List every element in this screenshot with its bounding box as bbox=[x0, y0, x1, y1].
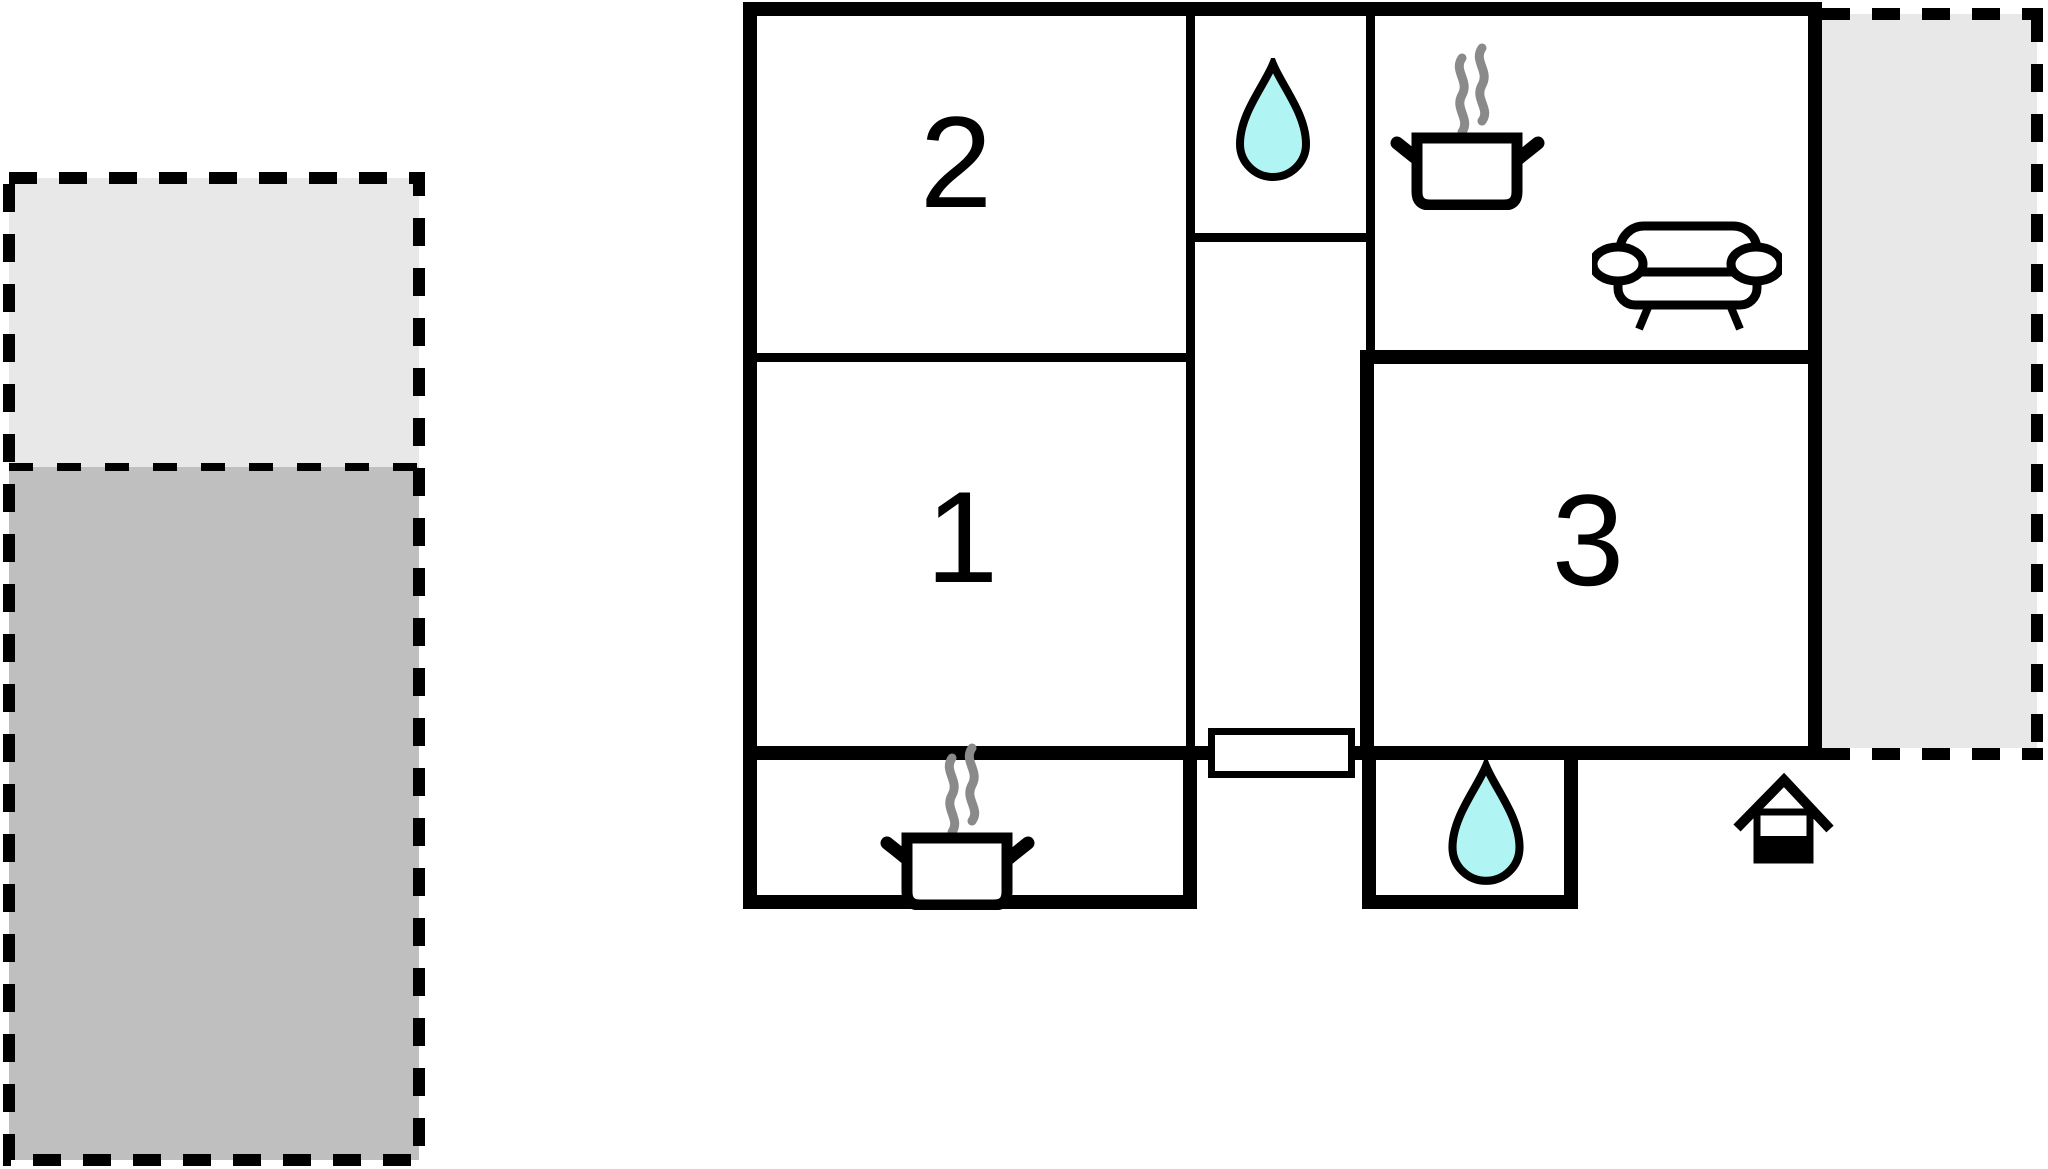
right-terrace bbox=[1822, 8, 2043, 760]
wall-room3-top bbox=[1360, 350, 1822, 364]
wall-bath-top-bottom bbox=[1186, 233, 1375, 242]
sofa-seat bbox=[1613, 267, 1762, 310]
water-drop-icon bbox=[1235, 58, 1311, 181]
sofa-icon bbox=[1592, 221, 1782, 331]
steam-lines bbox=[964, 743, 980, 826]
wall-corridor-left bbox=[1186, 16, 1195, 746]
cooking-pot-icon bbox=[880, 743, 1035, 910]
wall-room2-bottom bbox=[757, 353, 1195, 362]
wall-room3-left bbox=[1360, 350, 1374, 760]
pot-body bbox=[1411, 132, 1523, 210]
steam-lines bbox=[944, 753, 960, 837]
wall-outer-right bbox=[1808, 2, 1822, 760]
room-1-label: 1 bbox=[925, 464, 999, 610]
steam-lines bbox=[1454, 53, 1470, 137]
wall-outer-top bbox=[743, 2, 1822, 16]
left-terrace-upper bbox=[9, 178, 419, 467]
right-terrace-fill bbox=[1822, 14, 2037, 748]
steam-lines bbox=[1474, 43, 1490, 126]
cooking-pot-icon bbox=[1390, 43, 1545, 210]
wall-washroom-right bbox=[1564, 760, 1578, 909]
sofa-armrest bbox=[1726, 242, 1782, 286]
wall-kitchen-left bbox=[1366, 16, 1375, 352]
wall-outer-left bbox=[743, 2, 757, 909]
wall-bottom-left-segment bbox=[743, 746, 1208, 760]
house-roof bbox=[1733, 772, 1834, 833]
water-drop-shape bbox=[1235, 58, 1311, 181]
left-terrace bbox=[3, 172, 425, 1166]
house-base bbox=[1754, 836, 1813, 862]
water-drop-shape bbox=[1448, 760, 1524, 885]
left-terrace-lower bbox=[9, 467, 419, 1160]
terrace-dashed-border bbox=[3, 172, 425, 1166]
pot-body bbox=[901, 832, 1013, 910]
wall-annex-right bbox=[1183, 760, 1197, 909]
wall-bottom-right-segment bbox=[1355, 746, 1822, 760]
room-3-label: 3 bbox=[1551, 467, 1625, 613]
wall-washroom-bottom bbox=[1362, 895, 1578, 909]
sofa-armrest bbox=[1592, 242, 1648, 286]
water-drop-icon bbox=[1448, 760, 1524, 885]
house-icon bbox=[1733, 772, 1834, 864]
room-2-label: 2 bbox=[919, 89, 993, 235]
door-marker bbox=[1208, 728, 1355, 778]
wall-washroom-left bbox=[1362, 760, 1376, 909]
